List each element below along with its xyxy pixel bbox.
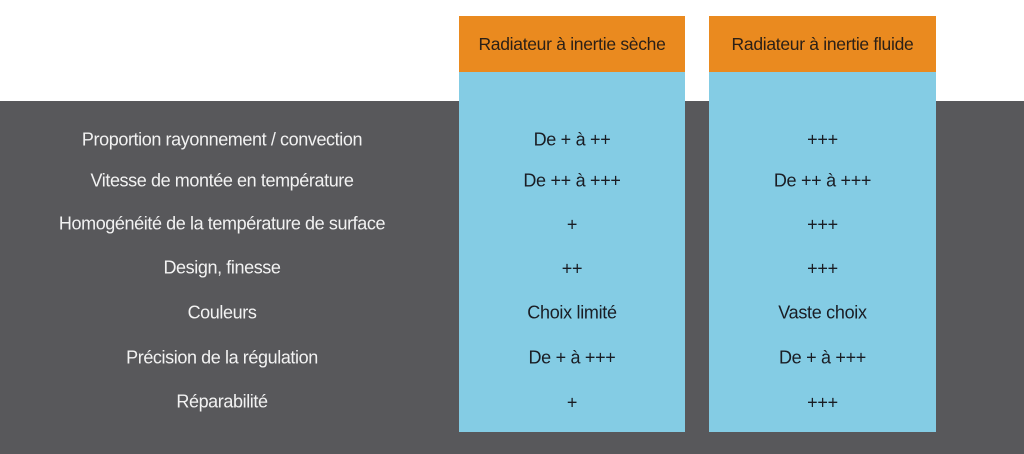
table-cell: De ++ à +++: [773, 170, 872, 191]
row-label: Vitesse de montée en température: [90, 170, 354, 191]
table-cell: +++: [807, 392, 838, 413]
column-dry-inertia: Radiateur à inertie sèche De + à ++ De +…: [459, 16, 685, 432]
row-label: Proportion rayonnement / convection: [81, 129, 363, 150]
table-cell: ++: [561, 258, 583, 279]
table-cell: +++: [807, 129, 838, 150]
column-header: Radiateur à inertie sèche: [459, 16, 685, 72]
row-label: Design, finesse: [163, 257, 281, 278]
table-cell: De + à ++: [533, 129, 611, 150]
row-label: Homogénéité de la température de surface: [58, 213, 386, 234]
table-cell: +: [566, 214, 578, 235]
table-cell: De + à +++: [778, 347, 867, 368]
row-label: Réparabilité: [176, 391, 268, 412]
table-cell: Choix limité: [527, 302, 617, 323]
table-cell: +++: [807, 258, 838, 279]
table-cell: Vaste choix: [778, 302, 867, 323]
table-cell: De + à +++: [528, 347, 616, 368]
table-cell: +: [566, 392, 578, 413]
table-cell: +++: [807, 214, 838, 235]
column-header: Radiateur à inertie fluide: [709, 16, 936, 72]
row-label: Couleurs: [187, 302, 257, 323]
table-cell: De ++ à +++: [523, 170, 621, 191]
row-label: Précision de la régulation: [126, 347, 318, 368]
column-fluid-inertia: Radiateur à inertie fluide +++ De ++ à +…: [709, 16, 936, 432]
